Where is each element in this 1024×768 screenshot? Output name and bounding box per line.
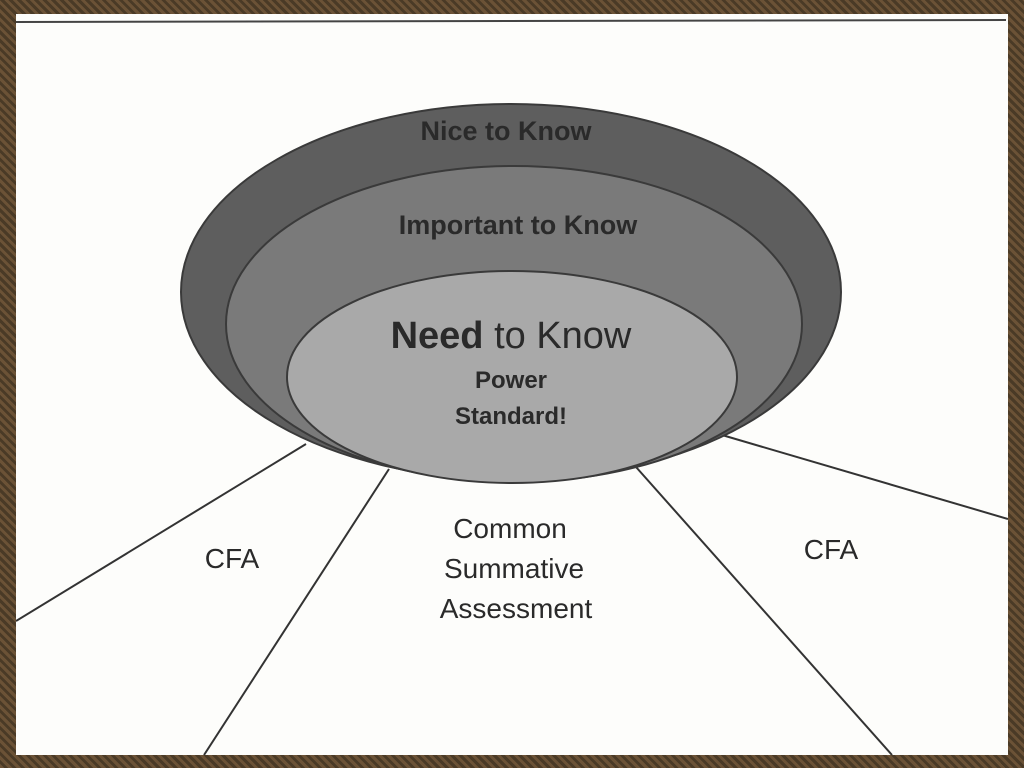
power-standard-diagram: Nice to Know Important to Know Need to K… [16,19,1008,755]
need-word: Need [391,315,484,357]
nice-to-know-label: Nice to Know [420,116,592,146]
to-know-words: to Know [484,315,632,357]
divider-line-left [203,468,390,755]
important-to-know-label: Important to Know [399,210,638,240]
summative-label: Summative [444,553,584,584]
divider-line-right [635,466,893,755]
need-to-know-label: Need to Know [391,315,632,357]
top-edge-line [16,19,1007,23]
paper-sheet: Nice to Know Important to Know Need to K… [16,14,1008,755]
cfa-right-label: CFA [804,534,859,565]
ring-need-to-know [286,270,738,484]
power-label: Power [475,367,547,394]
common-label: Common [453,513,567,544]
divider-line-far-right [721,434,1008,520]
standard-label: Standard! [455,403,567,430]
assessment-label: Assessment [440,593,593,624]
cfa-left-label: CFA [205,543,260,574]
divider-line-far-left [16,443,307,622]
